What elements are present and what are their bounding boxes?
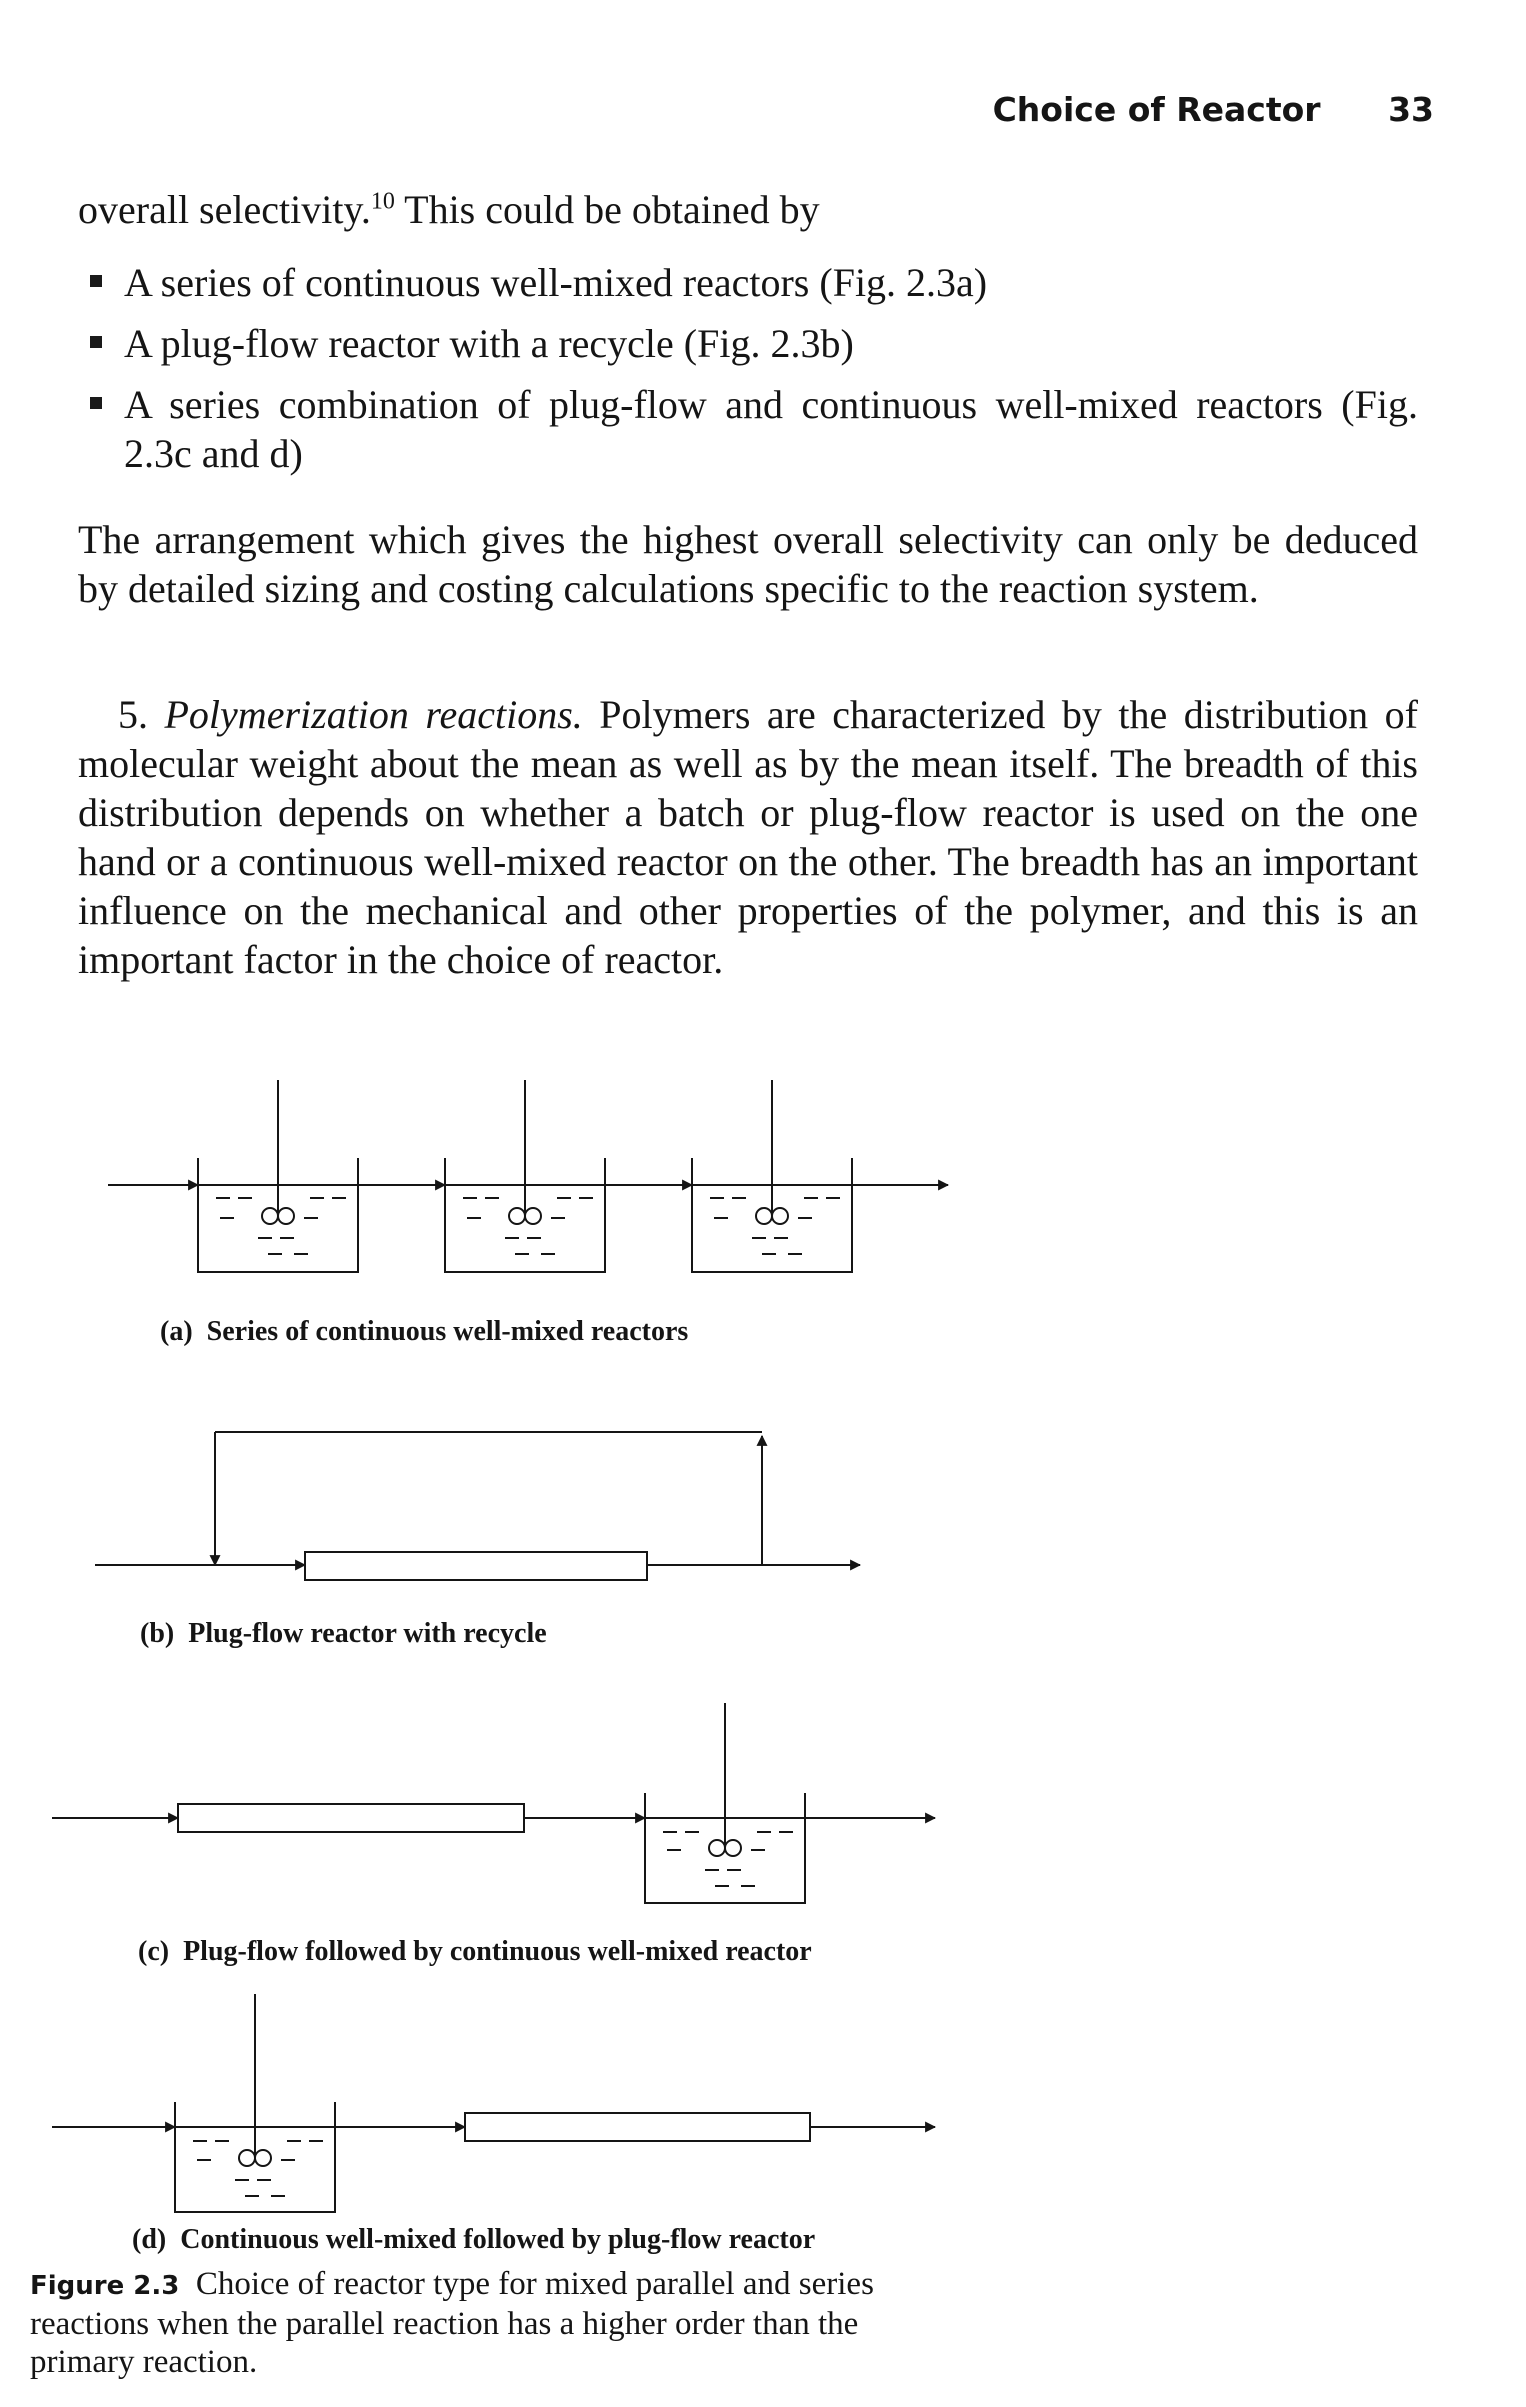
- item-title: Polymerization reactions.: [164, 692, 583, 737]
- panel-d-caption: (d) Continuous well-mixed followed by pl…: [132, 2224, 816, 2255]
- cstr-vessel: [174, 1994, 336, 2213]
- figure-caption-label: Figure 2.3: [30, 2271, 180, 2301]
- polymerization-paragraph: 5. Polymerization reactions. Polymers ar…: [78, 690, 1418, 984]
- citation-ref: 10: [370, 188, 395, 215]
- bullet-square-icon: [90, 336, 102, 348]
- reactor-figure: [52, 1080, 950, 2213]
- plug-flow-tube: [304, 1551, 648, 1581]
- bullet-square-icon: [90, 397, 102, 409]
- option-list: A series of continuous well-mixed reacto…: [78, 258, 1418, 490]
- figure-caption-text: Choice of reactor type for mixed paralle…: [30, 2266, 874, 2380]
- item-number: 5.: [118, 692, 148, 737]
- running-header: Choice of Reactor 33: [993, 90, 1434, 129]
- plug-flow-tube: [177, 1803, 525, 1833]
- panel-c-diagram: [52, 1703, 937, 1904]
- intro-text: overall selectivity.: [78, 187, 371, 232]
- list-item: A series combination of plug-flow and co…: [78, 380, 1418, 478]
- panel-a-diagram: [108, 1080, 950, 1273]
- cstr-vessel: [691, 1080, 853, 1273]
- cstr-vessel: [197, 1080, 359, 1273]
- list-item: A plug-flow reactor with a recycle (Fig.…: [78, 319, 1418, 368]
- panel-a-caption: (a) Series of continuous well-mixed reac…: [160, 1316, 689, 1347]
- cstr-vessel: [644, 1703, 806, 1904]
- panel-b-caption: (b) Plug-flow reactor with recycle: [140, 1618, 547, 1649]
- item-text: Polymers are characterized by the distri…: [78, 692, 1418, 982]
- section-title: Choice of Reactor: [992, 90, 1321, 129]
- intro-text-after: This could be obtained by: [394, 187, 820, 232]
- arrangement-paragraph: The arrangement which gives the highest …: [78, 517, 1418, 611]
- figure-caption: Figure 2.3 Choice of reactor type for mi…: [30, 2265, 935, 2381]
- list-item: A series of continuous well-mixed reacto…: [78, 258, 1418, 307]
- panel-d-diagram: [52, 1994, 937, 2213]
- panel-c-caption: (c) Plug-flow followed by continuous wel…: [138, 1936, 812, 1967]
- bullet-square-icon: [90, 275, 102, 287]
- cstr-vessel: [444, 1080, 606, 1273]
- panel-b-diagram: [95, 1431, 862, 1581]
- intro-paragraph: overall selectivity.10 This could be obt…: [78, 185, 1418, 234]
- page-number: 33: [1388, 90, 1434, 129]
- plug-flow-tube: [464, 2112, 811, 2142]
